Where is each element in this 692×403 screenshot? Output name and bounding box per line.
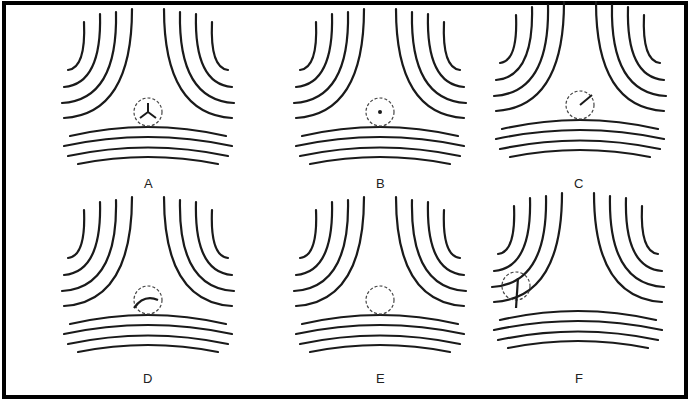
panel-letter: A [143, 177, 154, 190]
panel-letter: C [573, 177, 584, 190]
panel-letter: F [574, 372, 584, 385]
outer-frame [2, 1, 688, 399]
panel-letter: E [375, 372, 386, 385]
triradius-b [294, 9, 466, 164]
triradius-c [494, 2, 666, 157]
triradius-f [492, 193, 664, 348]
triradius-d [62, 197, 234, 352]
triradius-a [62, 9, 234, 164]
panel-letter: B [375, 177, 386, 190]
panel-letter: D [142, 372, 153, 385]
triradius-e [294, 197, 466, 352]
